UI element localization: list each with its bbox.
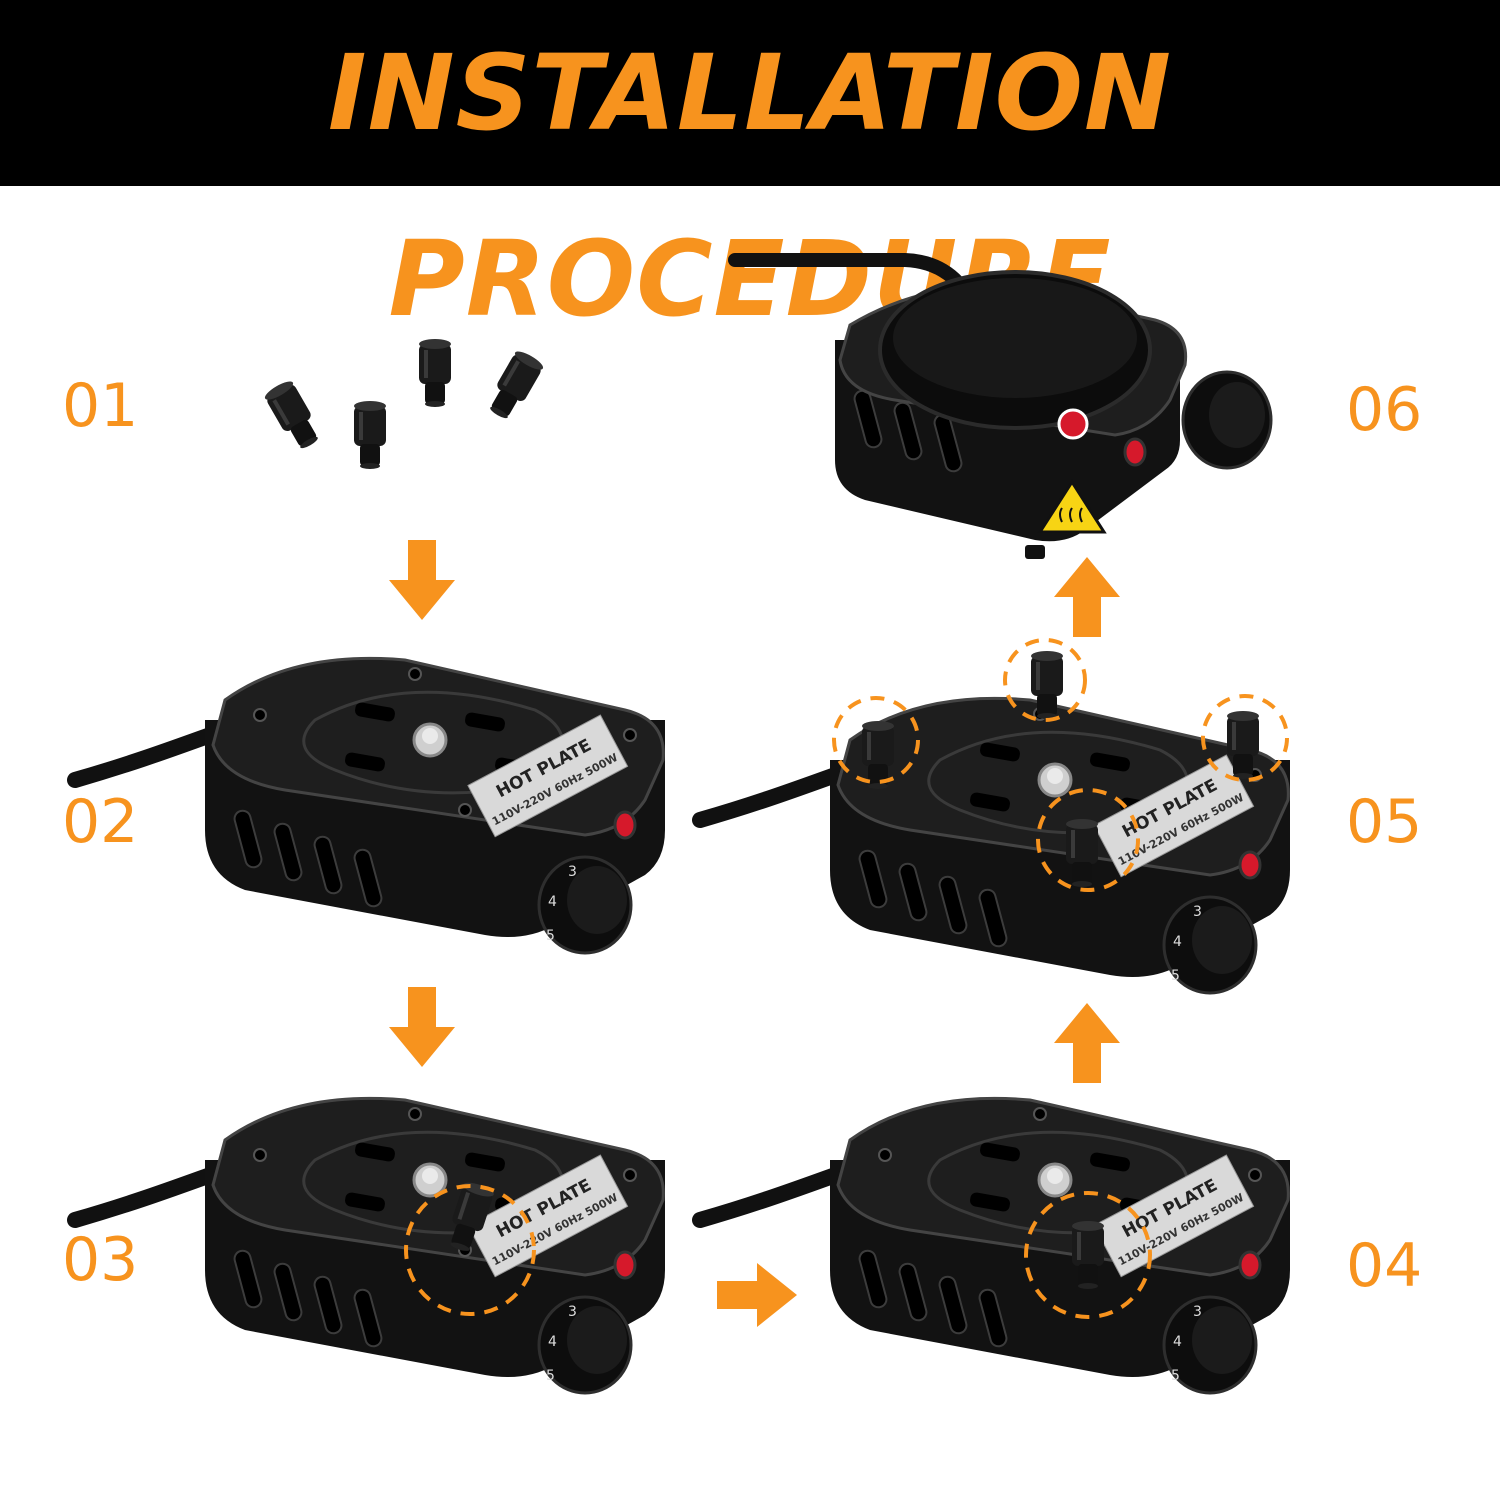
svg-text:4: 4 <box>1173 1334 1182 1350</box>
hot-plate-step-04 <box>700 1098 1290 1393</box>
step-number-05: 05 <box>1346 787 1423 857</box>
hot-plate-step-02 <box>75 658 665 953</box>
svg-text:4: 4 <box>548 1334 557 1350</box>
highlight-circle-step-03 <box>404 1184 536 1316</box>
arrow-down-icon <box>389 540 455 620</box>
header-bar <box>0 0 1500 186</box>
svg-text:5: 5 <box>1171 968 1180 984</box>
knob-marks-step-05: 3 4 5 <box>1171 904 1202 984</box>
svg-text:5: 5 <box>1171 1368 1180 1384</box>
step-number-02: 02 <box>62 787 139 857</box>
svg-text:3: 3 <box>1193 904 1202 920</box>
highlight-circles-step-05 <box>832 638 1289 892</box>
hot-plate-step-03 <box>75 1098 665 1393</box>
step-number-01: 01 <box>62 371 139 441</box>
arrow-up-icon <box>1054 1003 1120 1083</box>
knob-marks-step-04: 3 4 5 <box>1171 1304 1202 1384</box>
step-number-04: 04 <box>1346 1231 1423 1301</box>
svg-text:4: 4 <box>1173 934 1182 950</box>
svg-text:4: 4 <box>548 894 557 910</box>
rubber-feet-group <box>262 339 546 469</box>
highlight-circle-step-04 <box>1024 1191 1152 1319</box>
svg-text:3: 3 <box>568 1304 577 1320</box>
step-number-03: 03 <box>62 1225 139 1295</box>
knob-marks-step-02: 3 4 5 <box>546 864 577 944</box>
knob-marks-step-03: 3 4 5 <box>546 1304 577 1384</box>
hot-plate-step-06 <box>735 260 1271 559</box>
step-number-06: 06 <box>1346 375 1423 445</box>
svg-text:5: 5 <box>546 1368 555 1384</box>
svg-text:3: 3 <box>1193 1304 1202 1320</box>
hot-surface-warning-icon <box>1037 479 1107 534</box>
arrow-right-icon <box>717 1263 797 1327</box>
svg-text:5: 5 <box>546 928 555 944</box>
svg-text:3: 3 <box>568 864 577 880</box>
arrow-up-icon <box>1054 557 1120 637</box>
arrow-down-icon <box>389 987 455 1067</box>
